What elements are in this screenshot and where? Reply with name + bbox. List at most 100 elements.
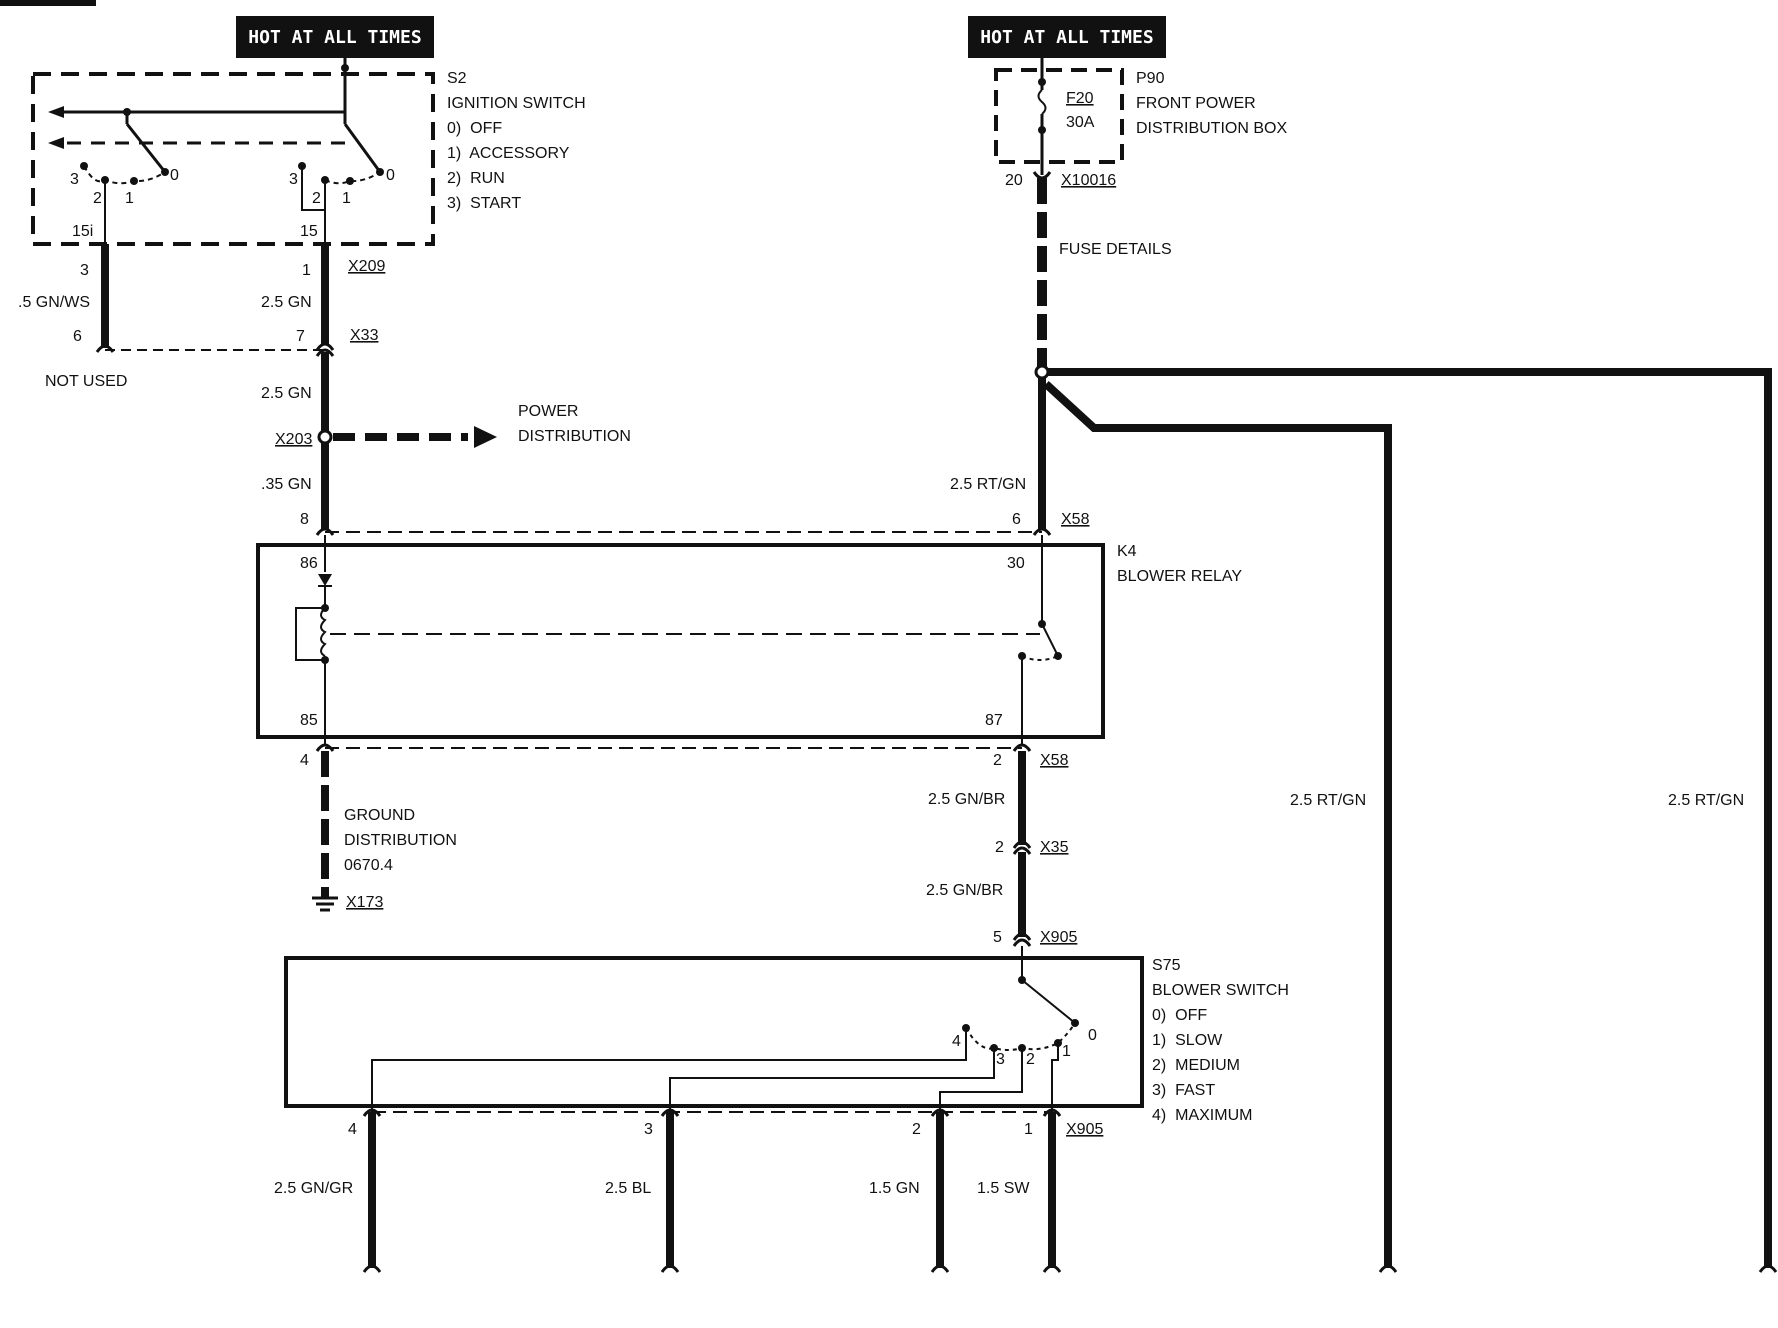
fuse-rating: 30A (1066, 114, 1095, 131)
s2-left-contact-2: 2 (93, 190, 102, 207)
pin-6b: 6 (1012, 511, 1021, 528)
s2-left-contact-1: 1 (125, 190, 134, 207)
ground-label-1: GROUND (344, 807, 415, 824)
connector-x35: X35 (1040, 839, 1069, 856)
out-pin-3: 3 (644, 1121, 653, 1138)
connector-x203: X203 (275, 431, 312, 448)
s2-pos-2: 2) RUN (447, 170, 505, 187)
connector-x58-bottom: X58 (1040, 752, 1069, 769)
out-wire-15sw: 1.5 SW (977, 1180, 1030, 1197)
power-dist-label-2: DISTRIBUTION (518, 428, 631, 445)
hot-label-left: HOT AT ALL TIMES (236, 16, 434, 58)
wire-gnbr-a: 2.5 GN/BR (928, 791, 1005, 808)
pin-3: 3 (80, 262, 89, 279)
s75-contact-3: 3 (996, 1051, 1005, 1068)
s2-term-15: 15 (300, 223, 318, 240)
s2-name: IGNITION SWITCH (447, 95, 586, 112)
output-wires (362, 1108, 1062, 1273)
pin-20: 20 (1005, 172, 1023, 189)
power-dist-label-1: POWER (518, 403, 578, 420)
wire-ignition-feed (315, 244, 335, 530)
connector-x173: X173 (346, 894, 383, 911)
k4-pin-87: 87 (985, 712, 1003, 729)
p90-name-2: DISTRIBUTION BOX (1136, 120, 1287, 137)
corner-mark (0, 0, 96, 6)
pin-5: 5 (993, 929, 1002, 946)
s75-id: S75 (1152, 957, 1181, 974)
connector-x58-top: X58 (1061, 511, 1090, 528)
s75-contact-2: 2 (1026, 1051, 1035, 1068)
ground-label-2: DISTRIBUTION (344, 832, 457, 849)
p90-id: P90 (1136, 70, 1165, 87)
s2-right-contact-0: 0 (386, 167, 395, 184)
s2-left-contact-3: 3 (70, 171, 79, 188)
s75-pos-0: 0) OFF (1152, 1007, 1207, 1024)
k4-pin-30: 30 (1007, 555, 1025, 572)
out-pin-1: 1 (1024, 1121, 1033, 1138)
wire-left-not-used (95, 244, 325, 353)
s75-contact-0: 0 (1088, 1027, 1097, 1044)
s2-pos-1: 1) ACCESSORY (447, 145, 570, 162)
s75-contact-1: 1 (1062, 1043, 1071, 1060)
s2-right-contact-1: 1 (342, 190, 351, 207)
ground-label-3: 0670.4 (344, 857, 393, 874)
wire-25gn-b: 2.5 GN (261, 385, 312, 402)
pin-4: 4 (300, 752, 309, 769)
s2-pos-3: 3) START (447, 195, 521, 212)
s75-contact-4: 4 (952, 1033, 961, 1050)
s75-pos-2: 2) MEDIUM (1152, 1057, 1240, 1074)
s2-id: S2 (447, 70, 467, 87)
wire-fused-feed (1032, 171, 1052, 530)
not-used-label: NOT USED (45, 373, 127, 390)
ignition-switch-s2: 3 2 1 0 3 2 1 0 15i 15 (31, 58, 435, 246)
s75-pos-3: 3) FAST (1152, 1082, 1215, 1099)
pin-7: 7 (296, 328, 305, 345)
wire-25gn-a: 2.5 GN (261, 294, 312, 311)
pin-1: 1 (302, 262, 311, 279)
wire-branch-rtgn (1043, 368, 1778, 1273)
out-pin-4: 4 (348, 1121, 357, 1138)
s2-right-contact-3: 3 (289, 171, 298, 188)
k4-pin-85: 85 (300, 712, 318, 729)
wire-gnws: .5 GN/WS (18, 294, 90, 311)
connector-x10016: X10016 (1061, 172, 1116, 189)
s75-pos-4: 4) MAXIMUM (1152, 1107, 1252, 1124)
connector-x905-top: X905 (1040, 929, 1077, 946)
blower-switch-s75 (284, 946, 1144, 1118)
out-pin-2: 2 (912, 1121, 921, 1138)
s75-name: BLOWER SWITCH (1152, 982, 1289, 999)
connector-x905-bottom: X905 (1066, 1121, 1103, 1138)
hot-label-left-text: HOT AT ALL TIMES (248, 27, 421, 48)
wire-gnbr-b: 2.5 GN/BR (926, 882, 1003, 899)
connector-x209: X209 (348, 258, 385, 275)
out-wire-gngr: 2.5 GN/GR (274, 1180, 353, 1197)
pin-6: 6 (73, 328, 82, 345)
wire-blower-feed (1012, 751, 1032, 947)
wire-ground (312, 751, 338, 912)
wire-rtgn: 2.5 RT/GN (950, 476, 1026, 493)
wire-rtgn-mid: 2.5 RT/GN (1290, 792, 1366, 809)
out-wire-15gn: 1.5 GN (869, 1180, 920, 1197)
wire-rtgn-right: 2.5 RT/GN (1668, 792, 1744, 809)
k4-pin-86: 86 (300, 555, 318, 572)
pin-2b: 2 (995, 839, 1004, 856)
fuse-f20: F20 (1066, 90, 1094, 107)
s2-right-contact-2: 2 (312, 190, 321, 207)
fuse-details-label: FUSE DETAILS (1059, 241, 1172, 258)
s2-term-15i: 15i (72, 223, 93, 240)
wire-035gn: .35 GN (261, 476, 312, 493)
blower-relay-k4 (256, 535, 1105, 745)
fuse-box-p90 (994, 58, 1124, 175)
k4-id: K4 (1117, 543, 1137, 560)
hot-label-right: HOT AT ALL TIMES (968, 16, 1166, 58)
s2-left-contact-0: 0 (170, 167, 179, 184)
out-wire-bl: 2.5 BL (605, 1180, 651, 1197)
pin-2a: 2 (993, 752, 1002, 769)
k4-name: BLOWER RELAY (1117, 568, 1242, 585)
power-distribution-arrow (333, 426, 497, 448)
pin-8: 8 (300, 511, 309, 528)
s75-pos-1: 1) SLOW (1152, 1032, 1223, 1049)
s2-pos-0: 0) OFF (447, 120, 502, 137)
hot-label-right-text: HOT AT ALL TIMES (980, 27, 1153, 48)
